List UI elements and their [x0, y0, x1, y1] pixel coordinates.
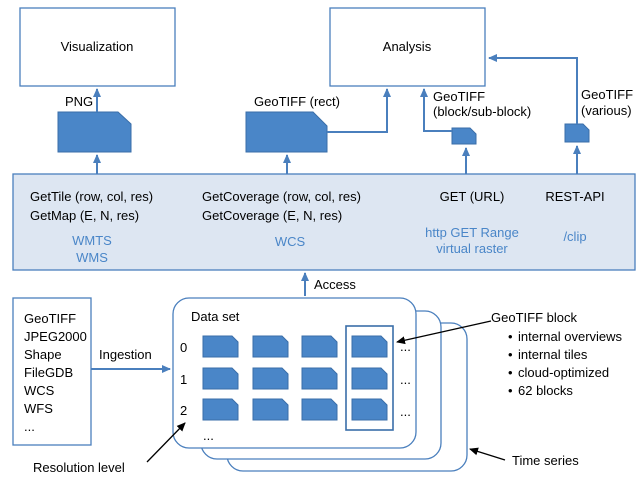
- geotiff-block-label-2: (block/sub-block): [433, 104, 531, 119]
- source-item: Shape: [24, 347, 62, 362]
- gettile-label: GetTile (row, col, res): [30, 189, 153, 204]
- source-item: JPEG2000: [24, 329, 87, 344]
- block-tile: [252, 367, 289, 390]
- block-grid: [202, 335, 388, 421]
- ellipsis: ...: [203, 428, 214, 443]
- geotiff-various-label-2: (various): [581, 103, 632, 118]
- block-tile: [301, 398, 338, 421]
- block-tile: [252, 398, 289, 421]
- geotiff-block-bullet-text: internal overviews: [518, 329, 623, 344]
- geotiff-block-bullet-text: cloud-optimized: [518, 365, 609, 380]
- visualization-box: [19, 7, 176, 87]
- geotiff-block-title: GeoTIFF block: [491, 310, 577, 325]
- geotiff-block-document-icon: [451, 127, 477, 145]
- ellipsis: ...: [400, 404, 411, 419]
- ellipsis: ...: [400, 339, 411, 354]
- geotiff-block-bullet-text: internal tiles: [518, 347, 588, 362]
- sources-box: [12, 297, 92, 446]
- geotiff-block-bullet: •: [508, 383, 513, 398]
- geotiff-block-bullet: •: [508, 329, 513, 344]
- source-item: ...: [24, 419, 35, 434]
- visualization-label: Visualization: [61, 39, 134, 54]
- source-item: GeoTIFF: [24, 311, 76, 326]
- time-series-label: Time series: [512, 453, 579, 468]
- rest-api-label: REST-API: [545, 189, 604, 204]
- geotiff-block-bullet: •: [508, 365, 513, 380]
- dataset-title: Data set: [191, 309, 240, 324]
- block-tile: [351, 367, 388, 390]
- geotiff-block-bullet: •: [508, 347, 513, 362]
- level-label: 1: [180, 372, 187, 387]
- block-tile: [351, 398, 388, 421]
- png-label: PNG: [65, 94, 93, 109]
- block-tile: [202, 335, 239, 358]
- resolution-level-pointer: [146, 422, 186, 463]
- level-label: 2: [180, 403, 187, 418]
- ellipsis: ...: [400, 372, 411, 387]
- geotiff-column-highlight: [345, 325, 394, 431]
- source-item: WCS: [24, 383, 55, 398]
- geotiff-block-to-analysis-arrow: [420, 88, 452, 132]
- service-band: [12, 173, 636, 271]
- geotiff-block-bullet-text: 62 blocks: [518, 383, 573, 398]
- resolution-level-label: Resolution level: [33, 460, 125, 475]
- block-tile: [301, 367, 338, 390]
- geotiff-rect-to-analysis-arrow: [327, 88, 391, 133]
- block-tile: [252, 335, 289, 358]
- block-tile: [301, 335, 338, 358]
- png-document-icon: [57, 111, 132, 153]
- analysis-box: [329, 7, 486, 87]
- analysis-label: Analysis: [383, 39, 432, 54]
- geotiff-rect-document-icon: [245, 111, 328, 153]
- source-item: WFS: [24, 401, 53, 416]
- time-series-pointer: [469, 447, 506, 461]
- get-url-label: GET (URL): [440, 189, 505, 204]
- geotiff-block-pointer: [396, 320, 492, 345]
- level-label: 0: [180, 340, 187, 355]
- getcoverage-rowcol-label: GetCoverage (row, col, res): [202, 189, 361, 204]
- ingestion-label: Ingestion: [99, 347, 152, 362]
- wcs-label: WCS: [275, 234, 306, 249]
- source-item: FileGDB: [24, 365, 73, 380]
- geotiff-rect-label: GeoTIFF (rect): [254, 94, 340, 109]
- virtual-raster-label: virtual raster: [436, 241, 508, 256]
- wmts-label: WMTS: [72, 233, 112, 248]
- getmap-label: GetMap (E, N, res): [30, 208, 139, 223]
- geotiff-various-label-1: GeoTIFF: [581, 87, 633, 102]
- clip-label: /clip: [563, 229, 586, 244]
- geotiff-various-document-icon: [564, 123, 590, 143]
- geotiff-various-to-analysis-arrow: [488, 54, 578, 124]
- access-label: Access: [314, 277, 356, 292]
- geotiff-block-label-1: GeoTIFF: [433, 89, 485, 104]
- getcoverage-en-label: GetCoverage (E, N, res): [202, 208, 342, 223]
- block-tile: [351, 335, 388, 358]
- block-tile: [202, 398, 239, 421]
- wms-label: WMS: [76, 250, 108, 265]
- block-tile: [202, 367, 239, 390]
- http-get-range-label: http GET Range: [425, 225, 519, 240]
